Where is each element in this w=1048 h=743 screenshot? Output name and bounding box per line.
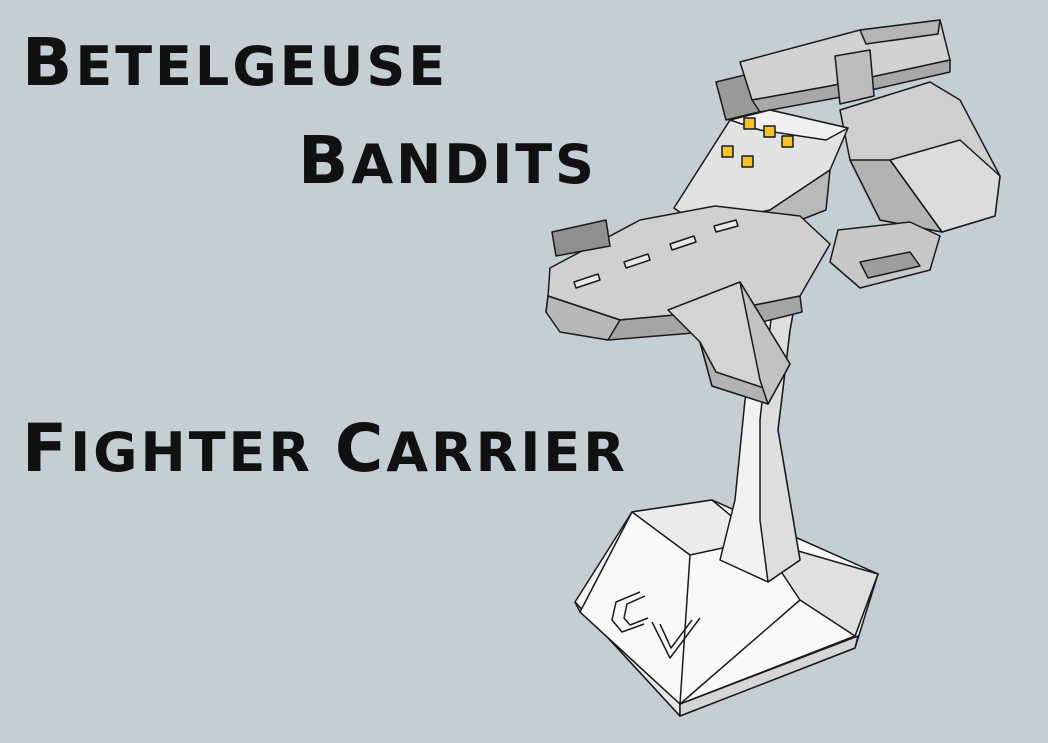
forward-block bbox=[667, 281, 791, 405]
bridge-lights bbox=[721, 117, 794, 168]
engine-pod-right bbox=[829, 81, 1001, 289]
subtitle-word-2-rest: ARRIER bbox=[386, 421, 628, 484]
stand-base bbox=[574, 499, 879, 717]
engine-block-upper bbox=[715, 19, 951, 121]
title-line-1-rest: ETELGEUSE bbox=[75, 35, 449, 98]
subtitle-initial-1: F bbox=[22, 410, 71, 487]
subtitle: FIGHTER CARRIER bbox=[22, 416, 628, 482]
title-line-2-rest: ANDITS bbox=[351, 133, 597, 196]
subtitle-word-1-rest: IGHTER bbox=[70, 421, 314, 484]
title-line-1-initial: B bbox=[22, 24, 76, 101]
base-marking bbox=[611, 591, 701, 659]
title-line-2-initial: B bbox=[298, 122, 352, 199]
title-line-1: BETELGEUSE bbox=[22, 30, 448, 96]
title-line-2: BANDITS bbox=[298, 128, 597, 194]
subtitle-initial-2: C bbox=[334, 410, 387, 487]
deck-markings bbox=[573, 219, 739, 289]
main-hull bbox=[545, 205, 831, 341]
